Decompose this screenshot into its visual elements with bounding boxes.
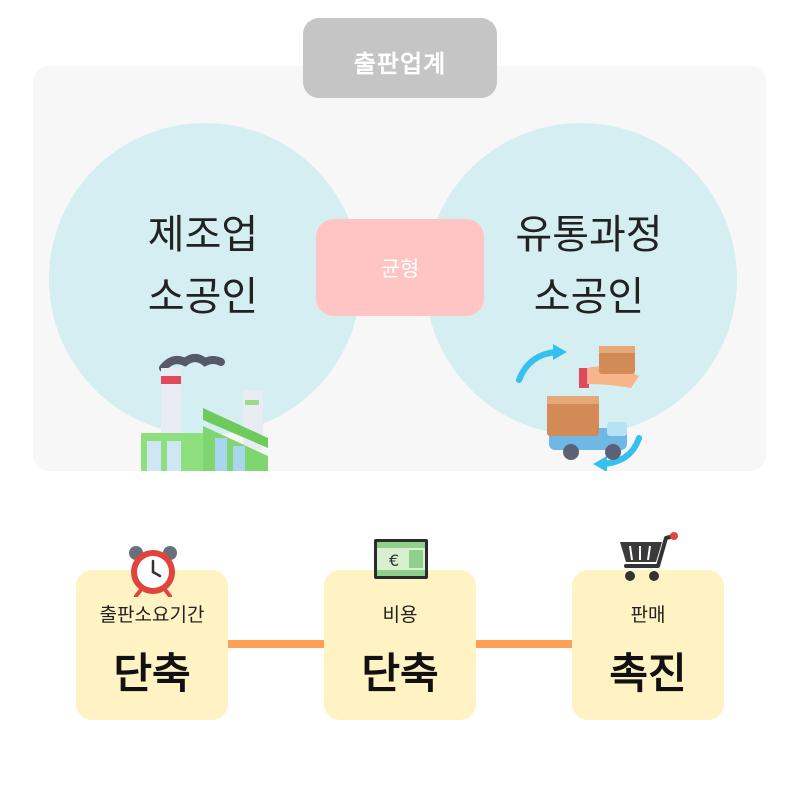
delivery-truck-icon: [516, 344, 642, 471]
manufacturing-label: 제조업 소공인: [103, 204, 303, 328]
factory-icon: [141, 354, 268, 471]
balance-box: 균형: [316, 219, 484, 316]
shopping-cart-icon: [620, 532, 678, 581]
card-big-label: 단축: [361, 649, 439, 698]
outcome-card-cost: 비용 단축: [324, 570, 476, 720]
card-small-label: 판매: [630, 604, 666, 626]
connector-line-2: [476, 640, 572, 648]
alarm-clock-icon: [129, 546, 177, 597]
distribution-line1: 유통과정: [515, 212, 663, 258]
manufacturing-line2: 소공인: [147, 274, 259, 320]
balance-label: 균형: [380, 256, 420, 281]
card-small-label: 출판소요기간: [99, 604, 205, 626]
distribution-line2: 소공인: [533, 274, 645, 320]
outcome-card-sales: 판매 촉진: [572, 570, 724, 720]
connector-line-1: [228, 640, 324, 648]
card-big-label: 촉진: [609, 649, 687, 698]
manufacturing-circle: [49, 123, 361, 435]
industry-title: 출판업계: [353, 50, 447, 78]
card-small-label: 비용: [382, 604, 418, 626]
outcome-card-period: 출판소요기간 단축: [76, 570, 228, 720]
svg-text:€: €: [389, 551, 399, 570]
distribution-label: 유통과정 소공인: [479, 204, 699, 328]
industry-title-tab: 출판업계: [303, 18, 497, 98]
card-big-label: 단축: [113, 649, 191, 698]
euro-banknote-icon: €: [374, 539, 428, 579]
manufacturing-line1: 제조업: [147, 212, 259, 258]
industry-panel: 제조업 소공인 유통과정 소공인 균형: [33, 66, 766, 471]
